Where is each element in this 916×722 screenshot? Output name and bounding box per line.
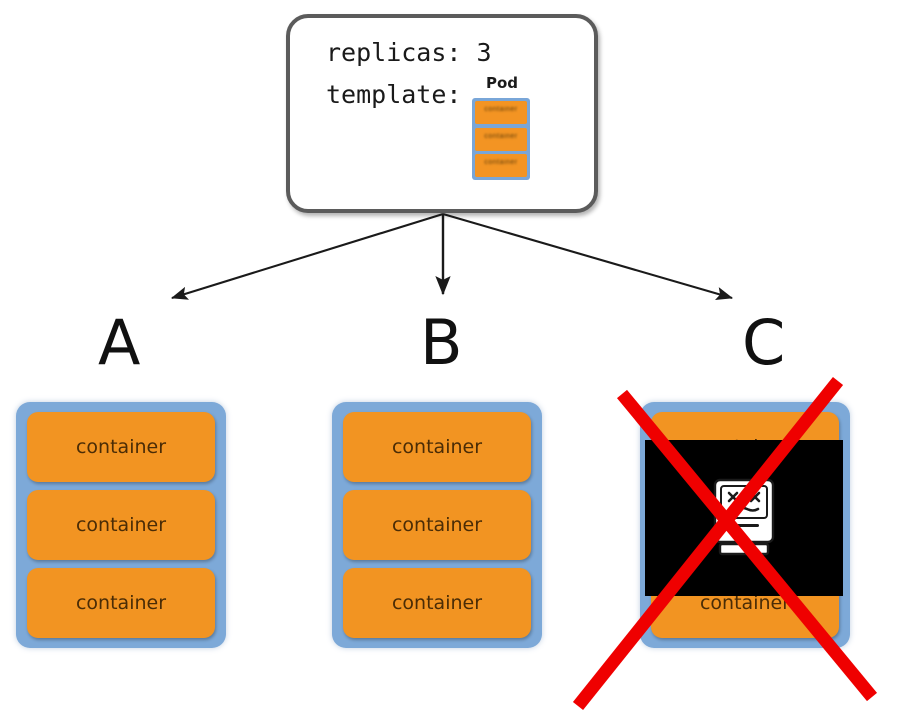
container-label: container (391, 514, 483, 536)
container-label: container (391, 592, 483, 614)
template-pod-thumbnail: Pod container container container (464, 74, 540, 200)
container-box[interactable]: container (27, 412, 215, 482)
template-pod-body: container container container (472, 98, 530, 180)
pod-b[interactable]: container container container (332, 402, 542, 648)
template-container-label: container (484, 106, 518, 113)
template-line: template: (326, 80, 462, 109)
pod-letter-c: C (742, 306, 786, 379)
pod-letter-b: B (420, 306, 463, 379)
template-container: container (475, 101, 527, 124)
template-container: container (475, 154, 527, 177)
sad-mac-icon (713, 478, 775, 556)
container-label: container (75, 436, 167, 458)
template-container-label: container (484, 159, 518, 166)
container-box[interactable]: container (343, 568, 531, 638)
replicas-line: replicas: 3 (326, 38, 492, 67)
container-box[interactable]: container (27, 490, 215, 560)
container-box[interactable]: container (343, 412, 531, 482)
pod-letter-a: A (98, 306, 141, 379)
deployment-spec-box: replicas: 3 template: Pod container cont… (286, 14, 598, 213)
template-pod-label: Pod (485, 74, 519, 92)
pod-a[interactable]: container container container (16, 402, 226, 648)
arrow-to-pod-a (170, 212, 444, 300)
container-label: container (75, 514, 167, 536)
arrow-to-pod-c (442, 212, 734, 301)
container-label: container (75, 592, 167, 614)
container-box[interactable]: container (27, 568, 215, 638)
template-container: container (475, 127, 527, 151)
container-label: container (391, 436, 483, 458)
template-container-label: container (484, 132, 518, 140)
container-box[interactable]: container (343, 490, 531, 560)
pod-c-failure-screen (645, 440, 843, 596)
